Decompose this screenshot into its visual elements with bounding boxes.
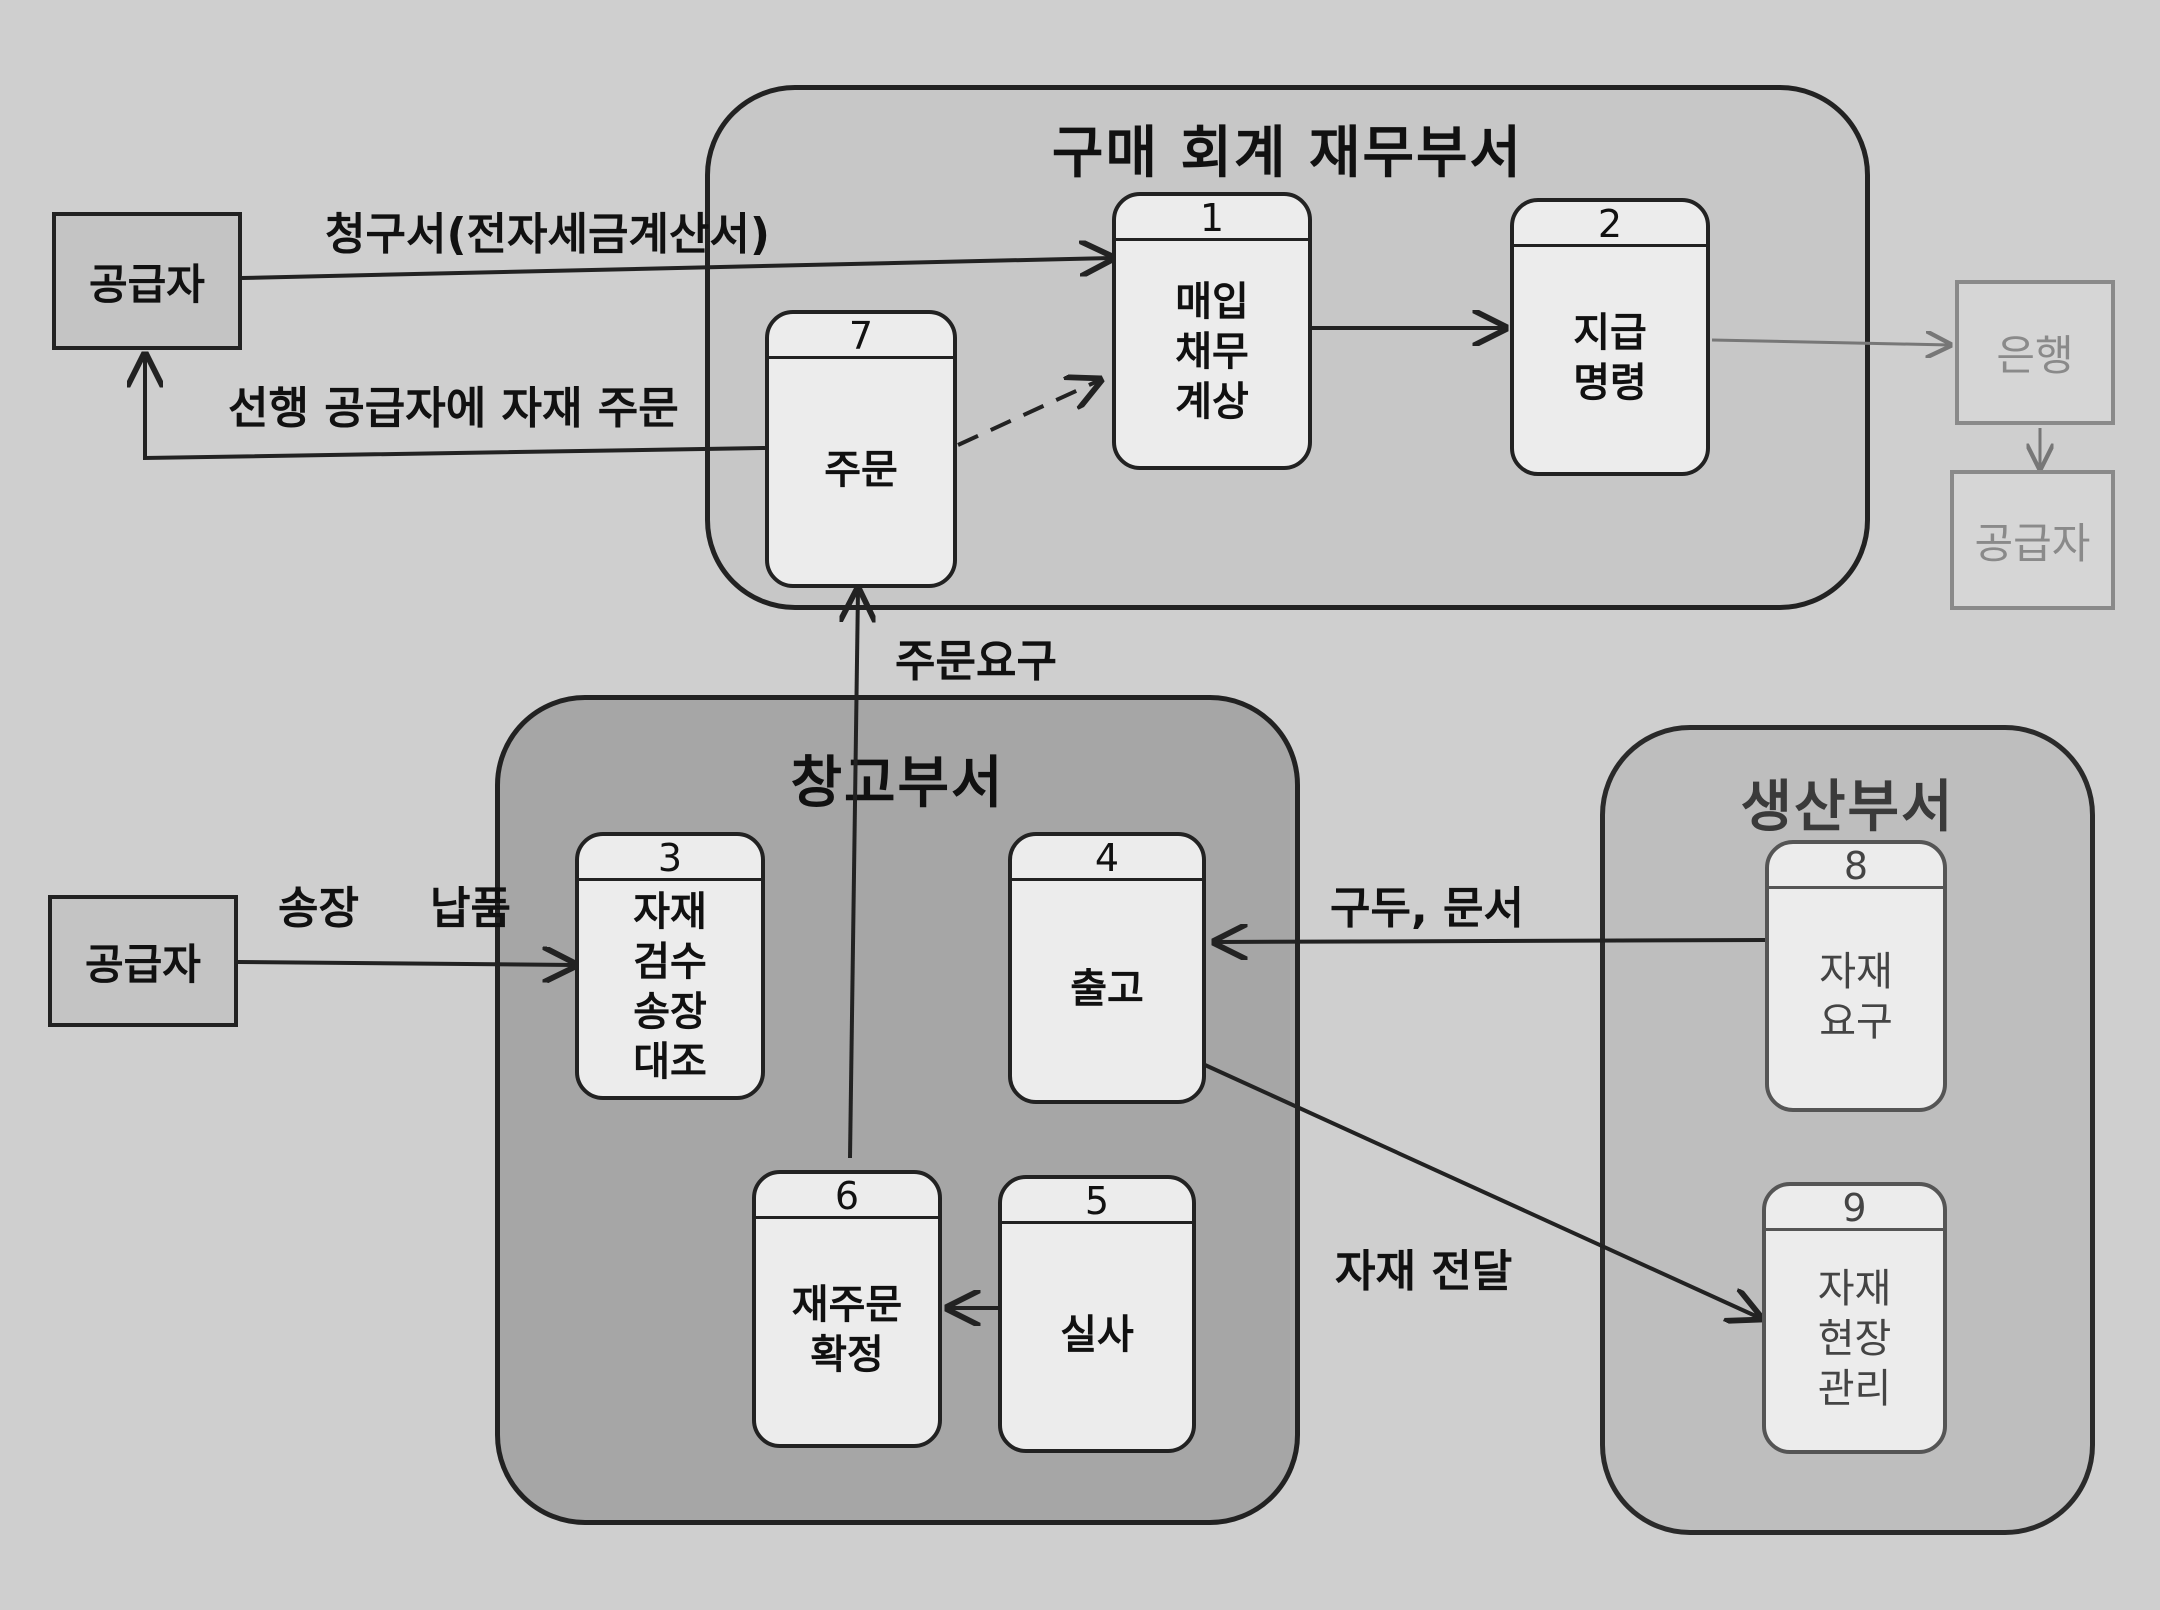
invoice-short-flow-label: 송장 <box>278 883 359 934</box>
process-5-physical-count: 5 실사 <box>998 1175 1196 1453</box>
process-label: 자재 검수 송장 대조 <box>633 889 707 1085</box>
process-number: 8 <box>1769 844 1943 889</box>
process-number: 5 <box>1002 1179 1192 1224</box>
process-label: 매입 채무 계상 <box>1175 279 1249 425</box>
process-number: 6 <box>756 1174 938 1219</box>
process-label: 주문 <box>824 447 898 493</box>
order-request-flow-label: 주문요구 <box>895 636 1057 687</box>
process-8-material-request: 8 자재 요구 <box>1765 840 1947 1112</box>
process-label: 자재 요구 <box>1819 949 1893 1045</box>
invoice-arrow <box>241 258 1112 280</box>
delivery-arrow <box>237 962 575 965</box>
invoice-flow-label: 청구서(전자세금계산서) <box>325 209 771 260</box>
process-2-payment-order: 2 지급 명령 <box>1510 198 1710 476</box>
delivery-flow-label: 납품 <box>430 883 511 934</box>
process-1-payable-recording: 1 매입 채무 계상 <box>1112 192 1312 470</box>
process-number: 2 <box>1514 202 1706 247</box>
order-request-arrow <box>850 590 858 1159</box>
process-4-issue: 4 출고 <box>1008 832 1206 1104</box>
material-transfer-flow-label: 자재 전달 <box>1335 1246 1513 1297</box>
process-7-order: 7 주문 <box>765 310 957 588</box>
process-number: 1 <box>1116 196 1308 241</box>
order-to-payable-dashed-arrow <box>957 380 1100 447</box>
process-label: 출고 <box>1070 966 1144 1012</box>
process-number: 9 <box>1766 1186 1943 1231</box>
supplier-top-entity: 공급자 <box>52 212 242 350</box>
process-number: 7 <box>769 314 953 359</box>
entity-label: 은행 <box>1996 331 2074 380</box>
process-number: 4 <box>1012 836 1202 881</box>
department-title: 생산부서 <box>1740 775 1955 840</box>
entity-label: 공급자 <box>85 939 201 989</box>
process-3-inspection-invoice-match: 3 자재 검수 송장 대조 <box>575 832 765 1100</box>
prior-order-arrow <box>145 355 766 461</box>
department-title: 창고부서 <box>790 751 1005 816</box>
prior-order-flow-label: 선행 공급자에 자재 주문 <box>228 383 679 434</box>
supplier-bottom-entity: 공급자 <box>48 895 238 1027</box>
supplier-right-entity: 공급자 <box>1950 470 2115 610</box>
entity-label: 공급자 <box>89 259 205 309</box>
material-request-arrow <box>1215 940 1766 942</box>
verbal-document-flow-label: 구두, 문서 <box>1330 883 1524 934</box>
process-label: 실사 <box>1060 1312 1134 1358</box>
material-transfer-arrow <box>1204 1063 1760 1318</box>
process-9-site-material-management: 9 자재 현장 관리 <box>1762 1182 1947 1454</box>
process-label: 지급 명령 <box>1573 310 1647 406</box>
entity-label: 공급자 <box>1974 518 2091 568</box>
bank-entity: 은행 <box>1955 280 2115 425</box>
payment-to-bank-arrow <box>1711 340 1950 345</box>
department-title: 구매 회계 재무부서 <box>1051 121 1524 186</box>
process-number: 3 <box>579 836 761 881</box>
process-6-reorder-confirm: 6 재주문 확정 <box>752 1170 942 1448</box>
process-label: 재주문 확정 <box>791 1282 903 1378</box>
process-label: 자재 현장 관리 <box>1817 1266 1892 1412</box>
